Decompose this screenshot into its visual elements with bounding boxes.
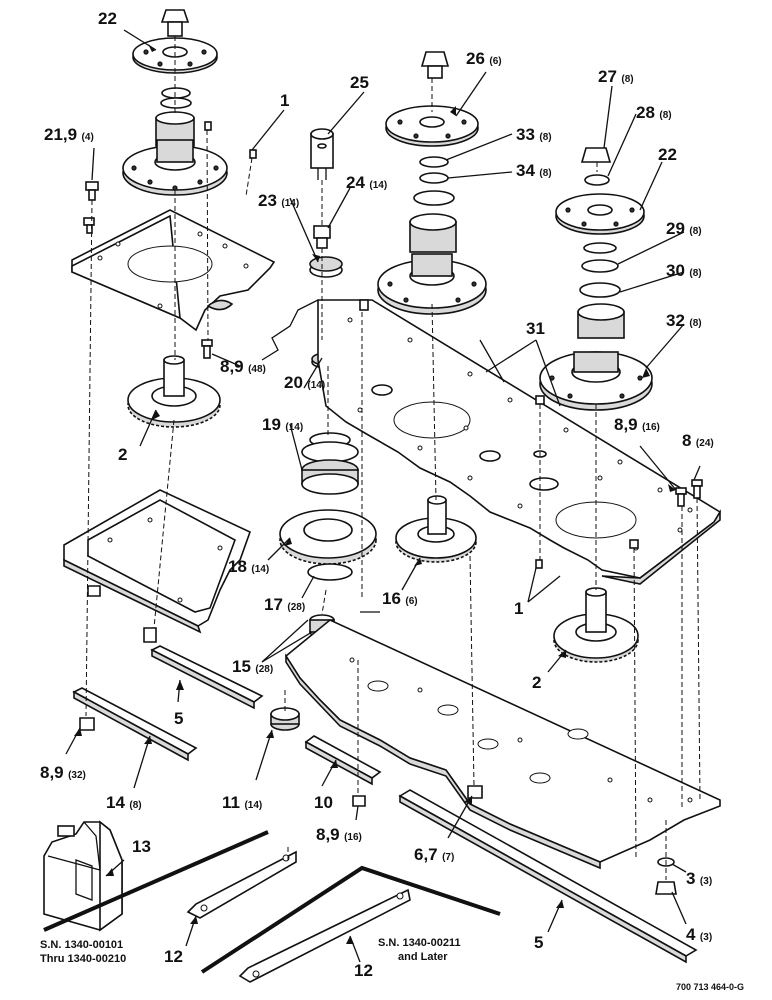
hub-26-assembly	[377, 51, 487, 315]
callout-26: 26 (6)	[466, 49, 502, 68]
callout-17: 17 (28)	[264, 595, 305, 614]
callout-11: 11 (14)	[222, 793, 262, 812]
bolt-8-9-48	[201, 339, 213, 359]
lower-plate	[284, 619, 721, 870]
callout-6-7: 6,7 (7)	[414, 845, 454, 864]
callout-8-9-16-right: 8,9 (16)	[614, 415, 660, 434]
callout-12-right: 12	[354, 961, 373, 980]
bolt-21	[83, 181, 99, 234]
callout-23: 23 (14)	[258, 191, 299, 210]
callout-21-9: 21,9 (4)	[44, 125, 94, 144]
strip-10	[304, 735, 382, 786]
left-nuts	[79, 585, 157, 731]
callout-1-top: 1	[280, 91, 289, 110]
callout-12-left: 12	[164, 947, 183, 966]
bushing-11	[270, 707, 300, 731]
gear-18	[279, 509, 377, 565]
callout-33: 33 (8)	[516, 125, 552, 144]
sn-left-line1: S.N. 1340-00101	[40, 939, 123, 951]
gear-16	[395, 495, 477, 563]
sn-right-line1: S.N. 1340-00211	[378, 937, 461, 949]
small-bolts-1	[204, 121, 257, 159]
nut-6-7	[467, 785, 483, 799]
callout-8-24: 8 (24)	[682, 431, 714, 450]
callout-19: 19 (14)	[262, 415, 303, 434]
callout-32: 32 (8)	[666, 311, 702, 330]
callout-15: 15 (28)	[232, 657, 273, 676]
bar-12-left	[186, 850, 297, 919]
strip-5-right	[398, 789, 698, 964]
callout-14: 14 (8)	[106, 793, 142, 812]
callout-22-top: 22	[98, 9, 117, 28]
axis-lines	[85, 36, 701, 880]
callout-16: 16 (6)	[382, 589, 418, 608]
callout-20: 20 (14)	[284, 373, 325, 392]
drawing-code: 700 713 464-0-G	[676, 982, 744, 992]
callout-8-9-32: 8,9 (32)	[40, 763, 86, 782]
main-plate-31	[317, 299, 722, 585]
callout-27: 27 (8)	[598, 67, 634, 86]
callout-25: 25	[350, 73, 369, 92]
callout-5-right: 5	[534, 933, 543, 952]
bar-12-right	[238, 888, 411, 983]
callout-30: 30 (8)	[666, 261, 702, 280]
callout-2-left: 2	[118, 445, 127, 464]
strip-5-left	[150, 645, 264, 710]
callout-34: 34 (8)	[516, 161, 552, 180]
right-hub-assembly	[539, 147, 653, 411]
callout-29: 29 (8)	[666, 219, 702, 238]
left-gear-2	[127, 355, 221, 428]
callout-18: 18 (14)	[228, 557, 269, 576]
bushing-23	[309, 256, 343, 278]
callout-8-9-16-bottom: 8,9 (16)	[316, 825, 362, 844]
callout-8-9-48: 8,9 (48)	[220, 357, 266, 376]
left-top-plate	[71, 209, 276, 332]
callout-28: 28 (8)	[636, 103, 672, 122]
callout-labels: 22 1 25 26 (6) 27 (8) 28 (8) 21,9 (4) 33…	[40, 9, 714, 980]
left-lower-plate	[63, 489, 251, 634]
nut-8-9-16	[352, 795, 366, 807]
callout-13: 13	[132, 837, 151, 856]
callout-1-mid: 1	[514, 599, 523, 618]
callout-24: 24 (14)	[346, 173, 387, 192]
sn-left-line2: Thru 1340-00210	[40, 953, 126, 965]
callout-5-left: 5	[174, 709, 183, 728]
serial-separators	[43, 830, 501, 974]
callout-31: 31	[526, 319, 545, 338]
callout-4: 4 (3)	[686, 925, 712, 944]
callout-22-right: 22	[658, 145, 677, 164]
ring-17	[307, 563, 353, 581]
shaft-25	[310, 128, 334, 180]
serial-notes: S.N. 1340-00101 Thru 1340-00210 S.N. 134…	[40, 937, 744, 992]
sn-right-line2: and Later	[398, 951, 448, 963]
callout-3: 3 (3)	[686, 869, 712, 888]
ring-19	[301, 432, 359, 495]
right-gear-2	[553, 587, 639, 663]
arrowheads	[74, 44, 676, 944]
callout-10: 10	[314, 793, 333, 812]
strip-14	[72, 687, 198, 762]
callout-2-right: 2	[532, 673, 541, 692]
torn-plate-edge	[261, 299, 319, 361]
bolt-24	[313, 225, 331, 249]
nut-4	[655, 881, 677, 895]
